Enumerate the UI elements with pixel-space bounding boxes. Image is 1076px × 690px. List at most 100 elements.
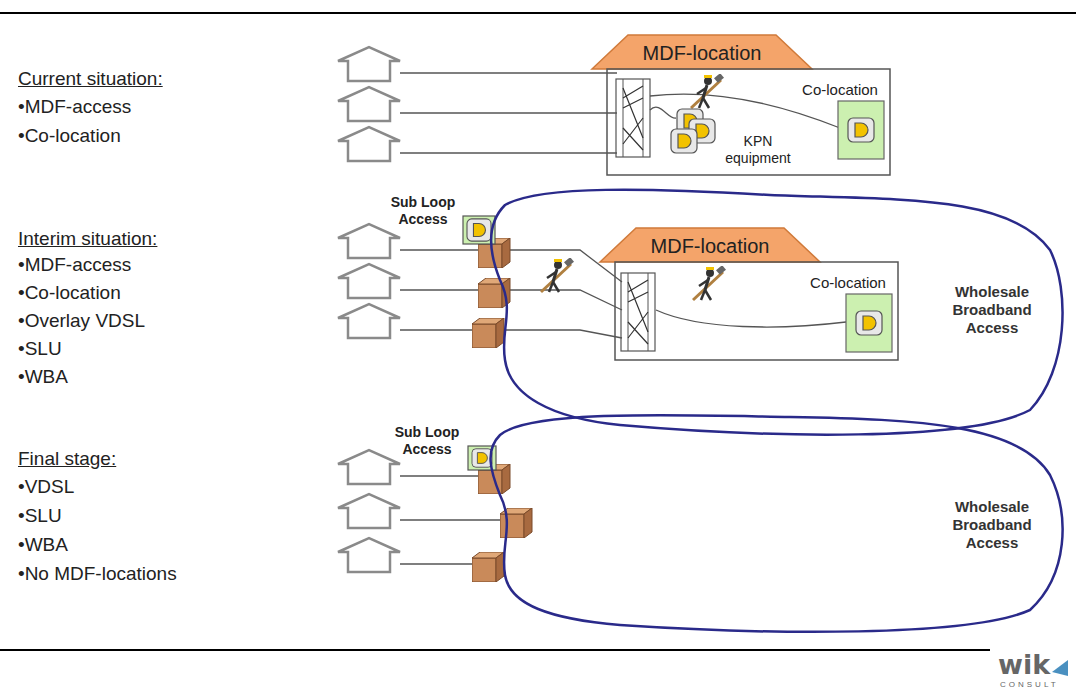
equipment [467, 219, 491, 241]
house [338, 127, 400, 161]
house [338, 47, 400, 81]
illustration-part [400, 329, 476, 330]
logo-mark [1052, 660, 1068, 676]
text-label: •Co-location [18, 125, 278, 148]
label-holder: Final stage: [18, 448, 278, 471]
text-label: •Overlay VDSL [18, 310, 278, 333]
access-area: Co-location MDF-locationWholesale Broadba… [470, 180, 1065, 445]
access-area-outline [491, 190, 1062, 435]
colocation-rack [846, 294, 892, 352]
colocation-box: Co-location [798, 274, 898, 358]
label-holder: KPN equipment [722, 133, 794, 167]
label-holder: Sub Loop Access [388, 424, 466, 458]
label-holder: •VDSL [18, 476, 278, 499]
rule [0, 649, 990, 651]
text-label: •WBA [18, 534, 278, 557]
roof [600, 228, 820, 262]
text-holder: MDF-location [600, 234, 820, 258]
text-label: CONSULT [1000, 680, 1072, 689]
distribution-frame [621, 273, 655, 351]
text-label: Sub Loop Access [388, 424, 466, 458]
node-title: MDF-location [600, 234, 820, 258]
access-area: Wholesale Broadband Access [470, 405, 1065, 640]
section-heading: Current situation: [18, 68, 278, 91]
illustration-part [400, 289, 480, 290]
illustration-part [650, 107, 676, 118]
illustration-part [505, 250, 622, 282]
colocation-rack [838, 101, 884, 159]
text-label: •MDF-access [18, 96, 278, 119]
text-holder: Co-location [798, 274, 898, 292]
worker [691, 73, 724, 108]
illustration-part [400, 152, 617, 153]
text-label: Sub Loop Access [384, 194, 462, 228]
illustration-part [400, 249, 480, 250]
logo-text: wik [998, 650, 1054, 680]
illustration-part [400, 563, 476, 564]
wires [400, 250, 846, 338]
label-holder: •WBA [18, 366, 278, 389]
rule [0, 12, 1076, 14]
text-label: •SLU [18, 505, 278, 528]
area-label: Wholesale Broadband Access [938, 498, 1046, 552]
building-wall [607, 69, 890, 175]
worker [541, 257, 574, 292]
section-heading: Final stage: [18, 448, 278, 471]
label-holder: •WBA [18, 534, 278, 557]
label-holder: •Co-location [18, 282, 278, 305]
label-holder: wik [998, 650, 1054, 680]
mdf-building: Co-location MDF-location [600, 228, 898, 360]
label-holder: •SLU [18, 338, 278, 361]
distribution-frame [616, 79, 650, 157]
text-holder: Co-location [790, 81, 890, 99]
house [338, 450, 400, 484]
text-label: •VDSL [18, 476, 278, 499]
label-holder: •MDF-access [18, 254, 278, 277]
roof [592, 35, 812, 69]
house [338, 87, 400, 121]
section-heading: Interim situation: [18, 228, 278, 251]
node-title: Co-location [790, 81, 890, 99]
label-holder: Sub Loop Access [384, 194, 462, 228]
label-holder: •No MDF-locations [18, 563, 278, 586]
house [338, 494, 400, 528]
label-holder: Interim situation: [18, 228, 278, 251]
house [338, 224, 400, 258]
illustration-part [505, 290, 622, 310]
access-area-outline [491, 415, 1063, 632]
worker [693, 265, 726, 300]
house [338, 264, 400, 298]
label-holder: •Overlay VDSL [18, 310, 278, 333]
house [338, 538, 400, 572]
street-cabinet [472, 552, 504, 582]
illustration-part [400, 519, 504, 520]
text-label: •WBA [18, 366, 278, 389]
illustration-part [500, 330, 622, 338]
text-label: •No MDF-locations [18, 563, 278, 586]
text-label: KPN equipment [722, 133, 794, 167]
equipment [856, 311, 882, 335]
text-holder: Wholesale Broadband Access [938, 283, 1046, 337]
area-label: Wholesale Broadband Access [938, 283, 1046, 337]
text-label: •MDF-access [18, 254, 278, 277]
house [338, 304, 400, 338]
text-label: •Co-location [18, 282, 278, 305]
wires [400, 73, 840, 153]
illustration-part [656, 310, 846, 327]
equipment [671, 129, 697, 153]
equipment [848, 118, 874, 142]
text-label: •SLU [18, 338, 278, 361]
label-holder: •SLU [18, 505, 278, 528]
node-title: MDF-location [592, 41, 812, 65]
label-holder: Current situation: [18, 68, 278, 91]
illustration-part [400, 72, 617, 73]
street-cabinet [472, 318, 504, 348]
building-wall [615, 262, 898, 360]
illustration-part [400, 112, 617, 113]
node-title: Co-location [798, 274, 898, 292]
illustration-part [400, 475, 482, 476]
label-holder: •Co-location [18, 125, 278, 148]
